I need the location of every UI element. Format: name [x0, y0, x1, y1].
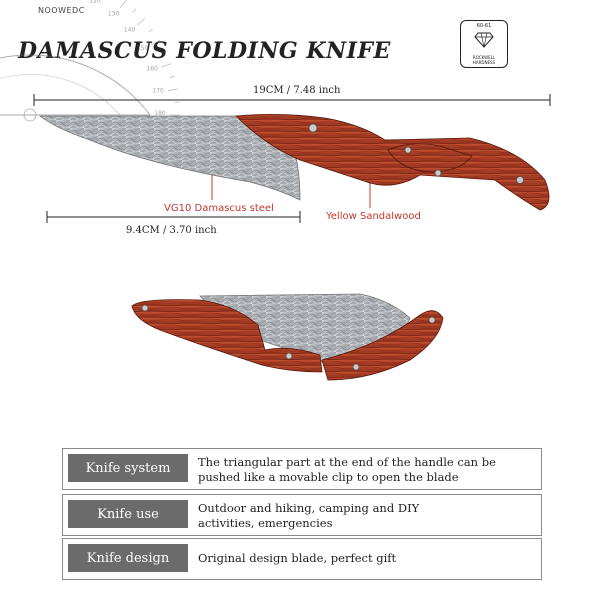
screw: [434, 169, 442, 177]
open-knife: [38, 114, 550, 211]
handle-material-label: Yellow Sandalwood: [326, 211, 421, 222]
screw: [428, 316, 436, 324]
protractor-tick: [119, 0, 127, 8]
screw: [516, 176, 524, 184]
feature-value: Original design blade, perfect gift: [198, 551, 397, 565]
product-illustration: 120 130 140 150 160 170 180: [0, 0, 551, 381]
protractor-tick: [137, 18, 146, 26]
protractor-tick: [148, 28, 154, 33]
feature-row-system: Knife system The triangular part at the …: [62, 448, 542, 490]
hardness-label: ROCKWELL HARDNESS: [472, 55, 496, 65]
protractor-tick: [167, 88, 178, 91]
protractor-tick: [169, 75, 175, 78]
folded-knife: [131, 293, 444, 381]
total-length-label: 19CM / 7.48 inch: [253, 85, 341, 96]
protractor-number: 120: [89, 0, 101, 4]
protractor-number: 130: [108, 10, 120, 17]
protractor-number: 180: [154, 110, 166, 117]
folded-clip: [321, 310, 444, 381]
screw: [404, 146, 412, 154]
hardness-badge: 60-61 ROCKWELL HARDNESS: [460, 20, 508, 68]
page-title: DAMASCUS FOLDING KNIFE: [18, 38, 391, 64]
protractor-number: 140: [124, 26, 136, 33]
hardness-value: 60-61: [476, 23, 492, 29]
feature-value: Outdoor and hiking, camping and DIY acti…: [198, 501, 420, 530]
feature-row-use: Knife use Outdoor and hiking, camping an…: [62, 494, 542, 536]
screw: [141, 304, 149, 312]
pivot-screw: [308, 123, 318, 133]
feature-label: Knife use: [68, 500, 188, 528]
protractor-number: 170: [152, 87, 164, 94]
protractor-tick: [151, 39, 161, 46]
protractor-number: 160: [146, 66, 158, 73]
protractor: 120 130 140 150 160 170 180: [0, 0, 180, 122]
brand-name: NOOWEDC: [38, 6, 85, 15]
protractor-tick: [132, 8, 137, 13]
protractor-tick: [161, 51, 167, 54]
feature-label: Knife design: [68, 544, 188, 572]
total-length-dimension: [33, 94, 551, 106]
blade-material-label: VG10 Damascus steel: [164, 203, 274, 214]
diamond-icon: [474, 32, 494, 48]
blade-length-label: 9.4CM / 3.70 inch: [126, 225, 217, 236]
folded-handle: [131, 299, 323, 373]
screw: [285, 352, 293, 360]
protractor-number: 150: [137, 45, 149, 52]
feature-label: Knife system: [68, 454, 188, 482]
feature-value: The triangular part at the end of the ha…: [198, 455, 496, 484]
protractor-tick: [161, 63, 172, 68]
screw: [352, 363, 360, 371]
feature-row-design: Knife design Original design blade, perf…: [62, 538, 542, 580]
blade-length-dimension: [46, 211, 301, 223]
wood-handle: [235, 114, 550, 211]
